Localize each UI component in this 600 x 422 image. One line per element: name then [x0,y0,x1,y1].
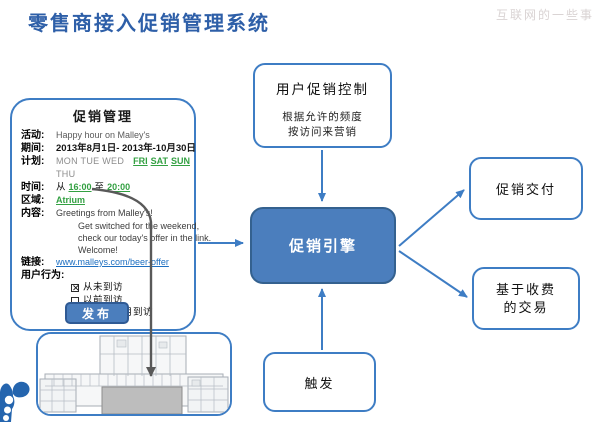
content-line-3: check our today's offer in the link. [78,233,212,243]
arrow-engine-to-delivery [398,189,465,247]
user-promo-control-line1: 根据允许的频度 [282,111,363,123]
promo-manager-body: 活动: Happy hour on Malley's 期间: 2013年8月1日… [12,125,212,320]
activity-value: Happy hour on Malley's [56,130,150,140]
field-link: 链接: www.malleys.com/beer-offer [21,256,190,269]
content-line-2: Get switched for the weekend, [78,221,200,231]
field-time: 时间: 从 16:00 至 20:00 [21,181,190,194]
link-label: 链接: [21,257,45,268]
plan-weekdays: MON TUE WED THU [56,156,125,179]
trigger-box: 触发 [263,352,376,412]
promo-manager-box: 促销管理 活动: Happy hour on Malley's 期间: 2013… [10,98,212,331]
field-period: 期间: 2013年8月1日- 2013年-10月30日 [21,142,196,155]
watermark-text: 互联网的一些事 [495,8,594,22]
publish-button[interactable]: 发布 [65,302,129,324]
time-from-word: 从 [56,182,66,193]
area-value[interactable]: Atrium [56,195,85,205]
user-promo-control-desc: 根据允许的频度 按访问来营销 [255,110,390,140]
trigger-label: 触发 [304,375,335,391]
time-to-value[interactable]: 20:00 [107,182,131,192]
activity-label: 活动: [21,130,45,141]
plan-label: 计划: [21,156,45,167]
arrow-engine-to-fee [398,250,468,298]
time-label: 时间: [21,182,45,193]
fee-transaction-box: 基于收费 的交易 [472,267,580,330]
promo-delivery-label: 促销交付 [495,182,556,197]
checkbox-icon[interactable] [71,283,80,293]
period-label: 期间: [21,143,45,154]
content-label: 内容: [21,208,45,219]
plan-day-sat[interactable]: SAT [150,156,168,166]
offer-link[interactable]: www.malleys.com/beer-offer [56,257,169,267]
fee-transaction-line1: 基于收费 [495,281,556,297]
plan-day-fri[interactable]: FRI [133,156,148,166]
floorplan-box [36,332,232,416]
promo-manager-title: 促销管理 [72,109,133,124]
user-promo-control-line2: 按访问来营销 [288,126,357,138]
field-area: 区域: Atrium [21,194,190,207]
page-title: 零售商接入促销管理系统 [28,13,270,35]
promo-engine-label: 促销引擎 [288,238,357,255]
area-label: 区域: [21,195,45,206]
user-promo-control-title: 用户促销控制 [276,82,369,97]
site-logo-icon [0,381,30,422]
content-line-4: Welcome! [78,245,118,255]
plan-day-sun[interactable]: SUN [170,156,190,166]
content-line-1: Greetings from Malley's! [56,208,153,218]
behavior-label: 用户行为: [21,270,65,281]
time-to-word: 至 [94,182,105,193]
checkbox-never-visited[interactable]: 从未到访 [71,282,190,295]
field-behavior: 用户行为: [21,269,190,282]
checkbox-label: 从未到访 [83,282,124,293]
floorplan-image [38,334,230,414]
field-activity: 活动: Happy hour on Malley's [21,129,190,142]
field-content: 内容: Greetings from Malley's! [21,207,190,220]
period-value: 2013年8月1日- 2013年-10月30日 [56,143,196,154]
promo-delivery-box: 促销交付 [469,157,583,220]
field-plan: 计划: MON TUE WED THU FRI SAT SUN [21,155,190,181]
promo-engine-box: 促销引擎 [250,207,396,284]
time-from-value[interactable]: 16:00 [68,182,92,192]
fee-transaction-line2: 的交易 [503,299,549,315]
user-promo-control-box: 用户促销控制 根据允许的频度 按访问来营销 [253,63,392,148]
